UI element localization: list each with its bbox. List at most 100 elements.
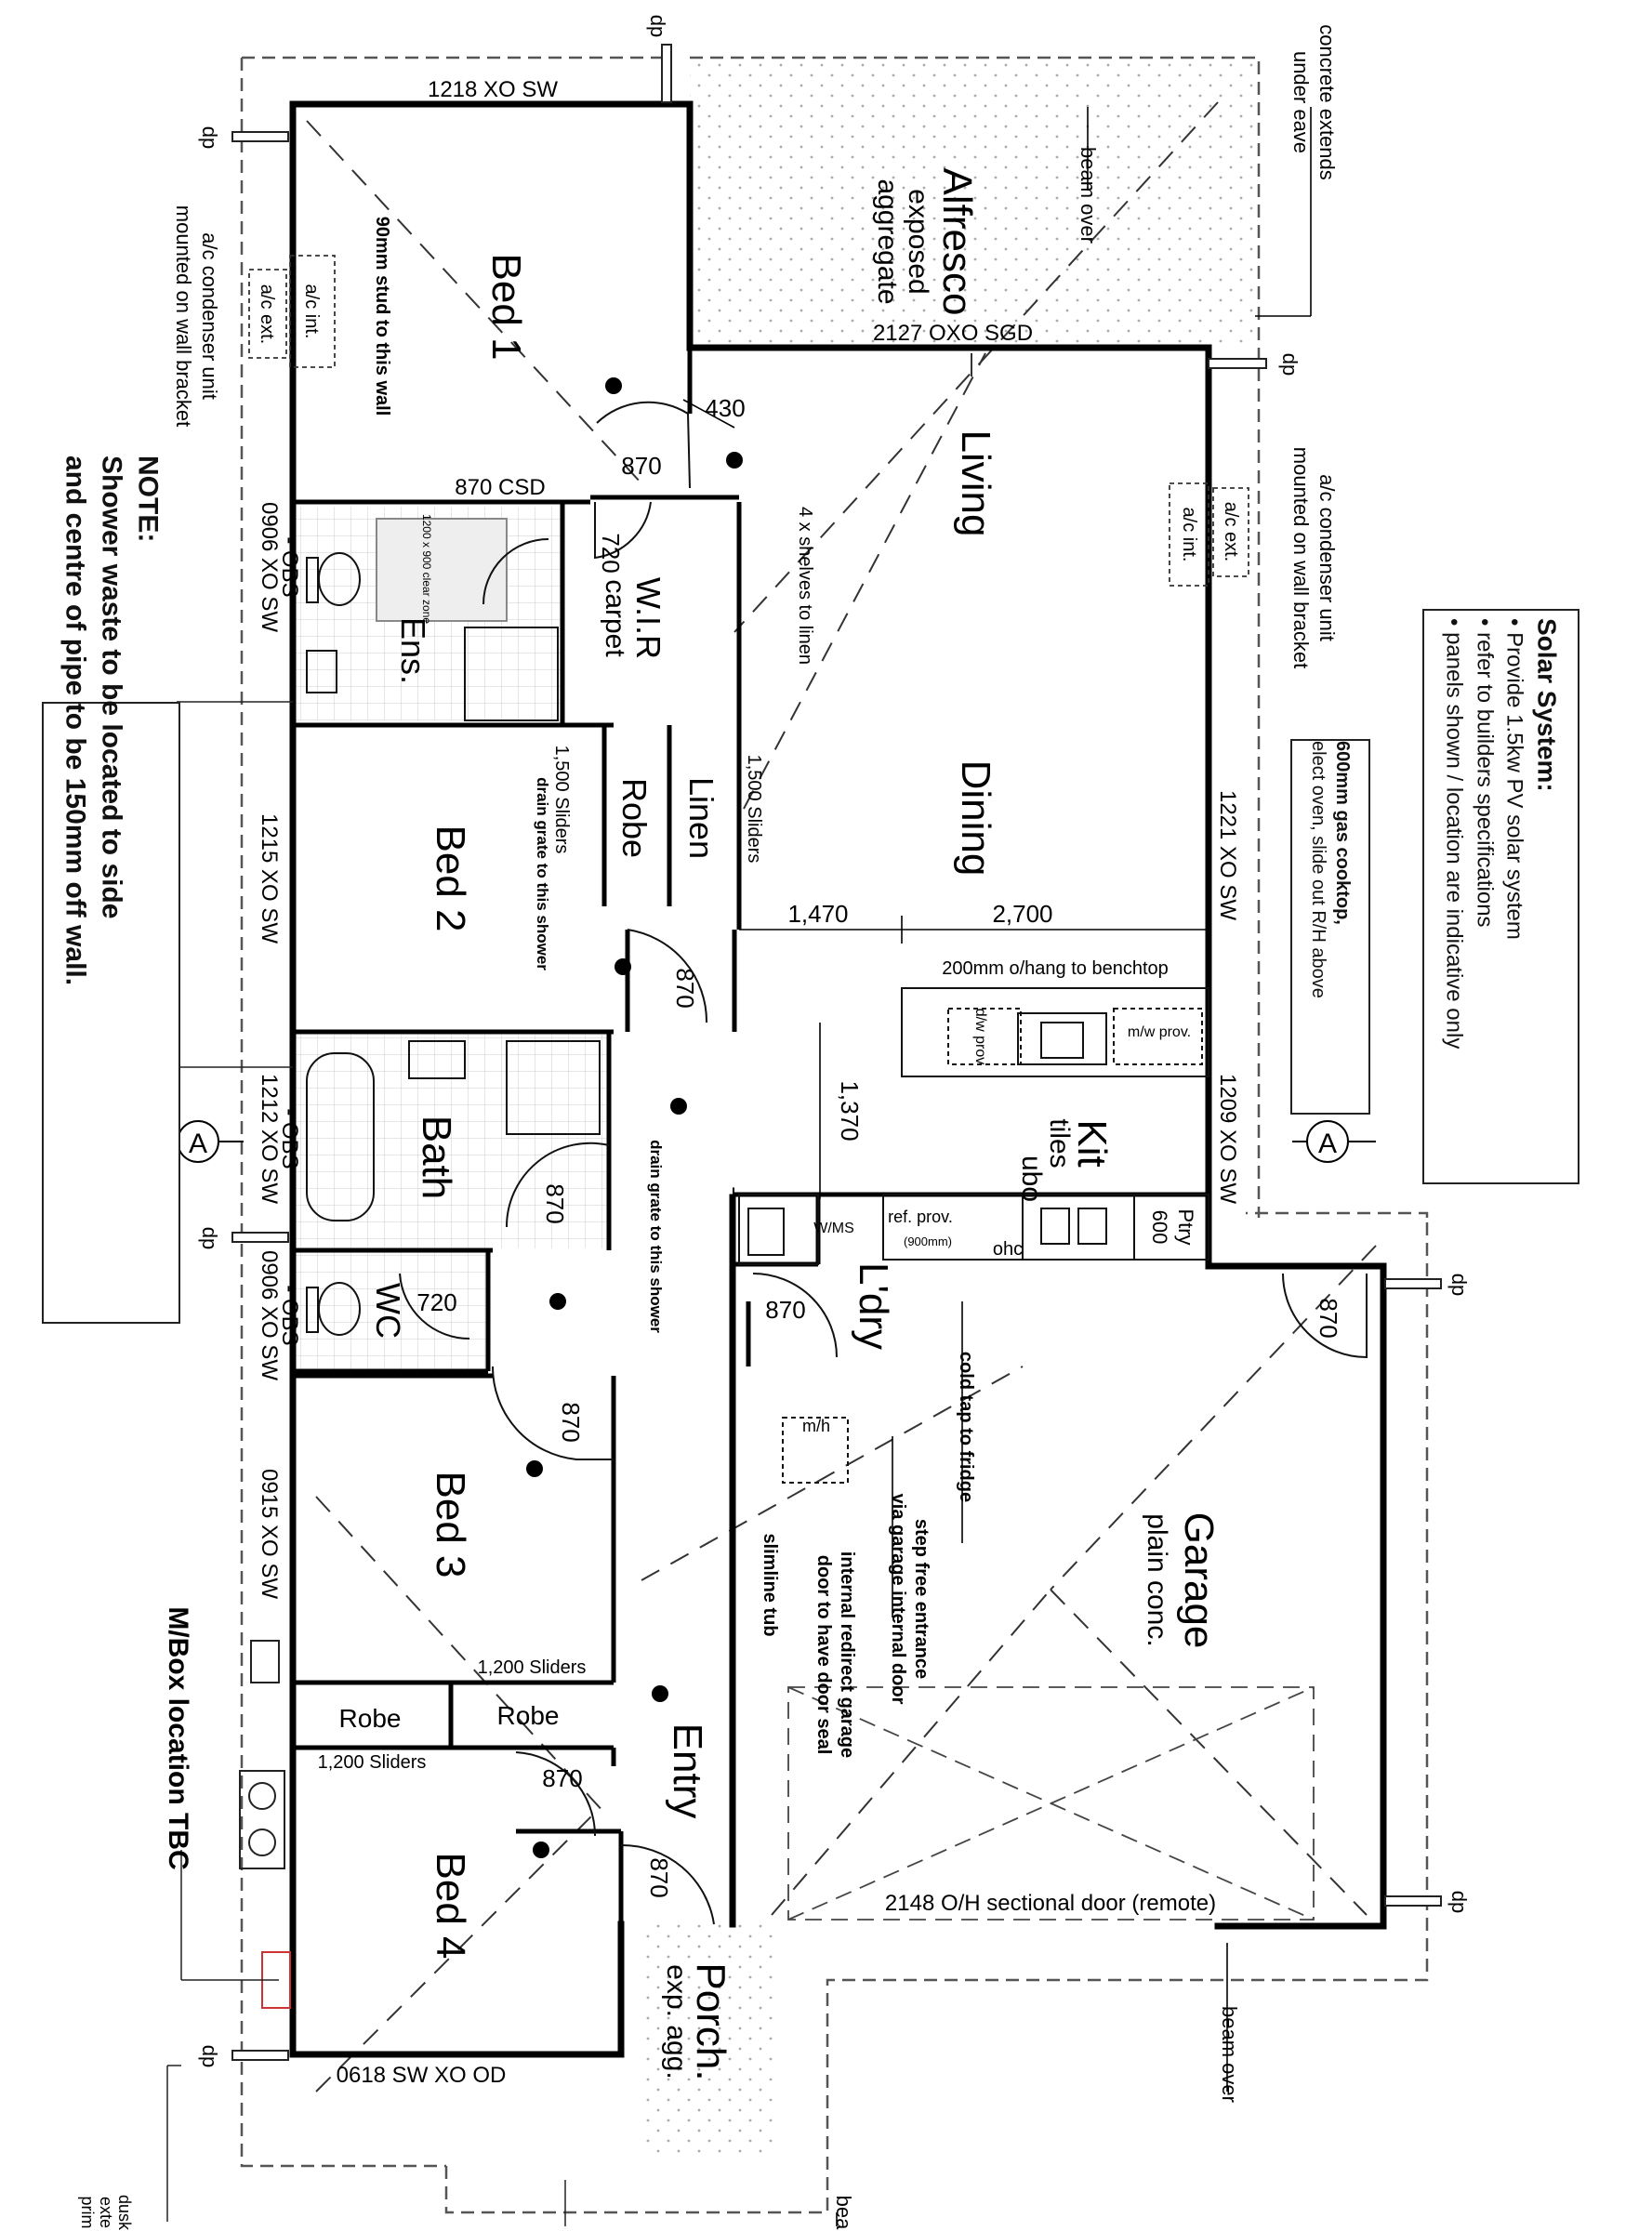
- door-size-wir: 720: [597, 533, 625, 573]
- dp-label-4: dp: [198, 1227, 221, 1249]
- room-ubo: ubo: [1016, 1155, 1047, 1202]
- door-2127: 2127 OXO SGD: [873, 321, 1033, 346]
- room-garage: Garage: [1176, 1512, 1222, 1649]
- door-870-csd: 870 CSD: [455, 475, 545, 500]
- window-1212: 1212 XO SW: [257, 1074, 282, 1204]
- dp-label-3: dp: [1278, 353, 1302, 376]
- dusk-3: prim: [78, 2197, 97, 2229]
- window-0618: 0618 SW XO OD: [337, 2063, 507, 2088]
- window-0906a: 0906 XO SW: [257, 502, 282, 632]
- door-size-bed2: 870: [671, 968, 699, 1008]
- drain-note-ens: drain grate to this shower: [534, 777, 551, 970]
- shower-note-box: NOTE: Shower waste to be located to side…: [42, 455, 180, 1324]
- bathroom-fixtures: [306, 518, 849, 1484]
- door-size-garage: 870: [1315, 1298, 1342, 1338]
- cooktop-line-1: 600mm gas cooktop,: [1332, 741, 1353, 925]
- shelves-note: 4 x shelves to linen: [795, 507, 815, 665]
- leader-lines: [166, 701, 566, 2226]
- room-porch: Porch.: [688, 1962, 733, 2080]
- ac-condenser-right-1: a/c condenser unit: [1315, 474, 1339, 641]
- slimline-note: slimline tub: [760, 1533, 780, 1636]
- window-1218: 1218 XO SW: [428, 77, 558, 102]
- dp-label-7: dp: [198, 2045, 221, 2067]
- ac-ext-left: a/c ext.: [257, 284, 277, 344]
- roof-hip-lines: [306, 101, 1377, 2092]
- room-entry: Entry: [665, 1723, 710, 1819]
- cooktop-line-2: elect oven, slide out R/H above: [1308, 741, 1328, 998]
- room-kit: Kit: [1069, 1119, 1115, 1167]
- ptry-600: 600: [1148, 1210, 1171, 1245]
- ac-int-right: a/c int.: [1179, 508, 1199, 562]
- room-bath: Bath: [414, 1116, 459, 1200]
- room-ldry: L'dry: [851, 1262, 896, 1350]
- window-1209: 1209 XO SW: [1215, 1074, 1240, 1204]
- room-dining: Dining: [953, 760, 998, 877]
- ohc-label: ohc: [993, 1239, 1023, 1260]
- room-alfresco-sub1: exposed: [903, 189, 933, 294]
- sliders-1200-bed3: 1,200 Sliders: [478, 1657, 587, 1678]
- room-wir-sub: carpet: [600, 579, 630, 657]
- concrete-note-2: under eave: [1289, 51, 1313, 153]
- solar-item-2: • refer to builders specifications: [1471, 617, 1497, 928]
- dim-430: 430: [705, 394, 745, 422]
- door-size-ldry: 870: [765, 1296, 805, 1324]
- dim-1370: 1,370: [836, 1080, 864, 1141]
- garage-door-swing: [787, 1686, 1315, 1921]
- ac-ext-right: a/c ext.: [1221, 502, 1241, 561]
- room-linen: Linen: [682, 777, 720, 859]
- room-garage-sub: plain conc.: [1142, 1513, 1172, 1646]
- overhang-note: 200mm o/hang to benchtop: [942, 958, 1169, 979]
- cold-tap-note: cold tap to fridge: [956, 1352, 976, 1502]
- wc-tiles: [294, 1250, 489, 1371]
- cooktop-note-box: 600mm gas cooktop, elect oven, slide out…: [1290, 739, 1370, 1115]
- room-bed2: Bed 2: [428, 825, 473, 932]
- door-size-bed1: 870: [621, 452, 661, 480]
- dw-prov: d/w prov: [972, 1009, 988, 1064]
- step-free-note: step free entrance: [911, 1519, 932, 1679]
- via-garage-note: via garage internal door: [888, 1494, 908, 1705]
- room-wc: WC: [369, 1283, 407, 1339]
- alfresco-slab: [690, 58, 1259, 348]
- room-kit-sub: tiles: [1044, 1118, 1075, 1168]
- ac-condenser-left-2: mounted on wall bracket: [172, 205, 195, 427]
- clear-zone-note: 1200 x 900 clear zone: [420, 514, 433, 624]
- room-bed3: Bed 3: [428, 1472, 473, 1578]
- beam-over-garage: beam over: [1218, 2006, 1241, 2103]
- dp-label-5: dp: [1447, 1274, 1471, 1296]
- solar-item-3: • panels shown / location are indicative…: [1441, 617, 1467, 1049]
- garage-door-2148: 2148 O/H sectional door (remote): [885, 1891, 1216, 1916]
- door-size-wc: 720: [416, 1288, 456, 1316]
- room-robe-bed4: Robe: [497, 1701, 560, 1730]
- drain-note-bath: drain grate to this shower: [647, 1140, 665, 1333]
- window-0906b-obs: - OBS: [277, 1285, 302, 1345]
- solar-item-1: • Provide 1.5kw PV solar system: [1501, 617, 1527, 940]
- concrete-note-1: concrete extends: [1315, 24, 1339, 180]
- window-0915: 0915 XO SW: [257, 1469, 282, 1599]
- door-swings: [399, 401, 1368, 1925]
- dimension-lines: [682, 107, 1312, 2226]
- beam-over-alfresco: beam over: [1077, 147, 1100, 244]
- sliders-1500-robe: 1,500 Sliders: [551, 746, 572, 854]
- ptry-label: Ptry: [1174, 1208, 1197, 1245]
- room-robe-bed3: Robe: [339, 1704, 402, 1733]
- door-size-bed3: 870: [557, 1402, 585, 1442]
- section-marker-right: A: [1292, 1120, 1376, 1163]
- stud-note: 90mm stud to this wall: [372, 217, 392, 416]
- ac-condenser-left-1: a/c condenser unit: [198, 232, 221, 400]
- ac-int-left: a/c int.: [301, 284, 322, 339]
- room-porch-sub: exp. agg.: [661, 1964, 692, 2079]
- room-alfresco: Alfresco: [934, 168, 980, 316]
- ref-prov: ref. prov.: [888, 1208, 953, 1226]
- solar-system-box: Solar System: • Provide 1.5kw PV solar s…: [1422, 609, 1579, 1184]
- internal-redirect-note: internal redirect garage: [837, 1551, 857, 1758]
- door-size-bed4: 870: [542, 1764, 582, 1792]
- room-robe: Robe: [615, 778, 654, 858]
- note-title: NOTE:: [132, 455, 163, 542]
- dusk-2: exte: [97, 2197, 115, 2228]
- ac-units: [248, 255, 1249, 587]
- mw-prov: m/w prov.: [1128, 1024, 1191, 1040]
- dp-label-1: dp: [646, 15, 669, 37]
- ac-condenser-right-2: mounted on wall bracket: [1289, 447, 1313, 668]
- window-1212-obs: - OBS: [277, 1108, 302, 1168]
